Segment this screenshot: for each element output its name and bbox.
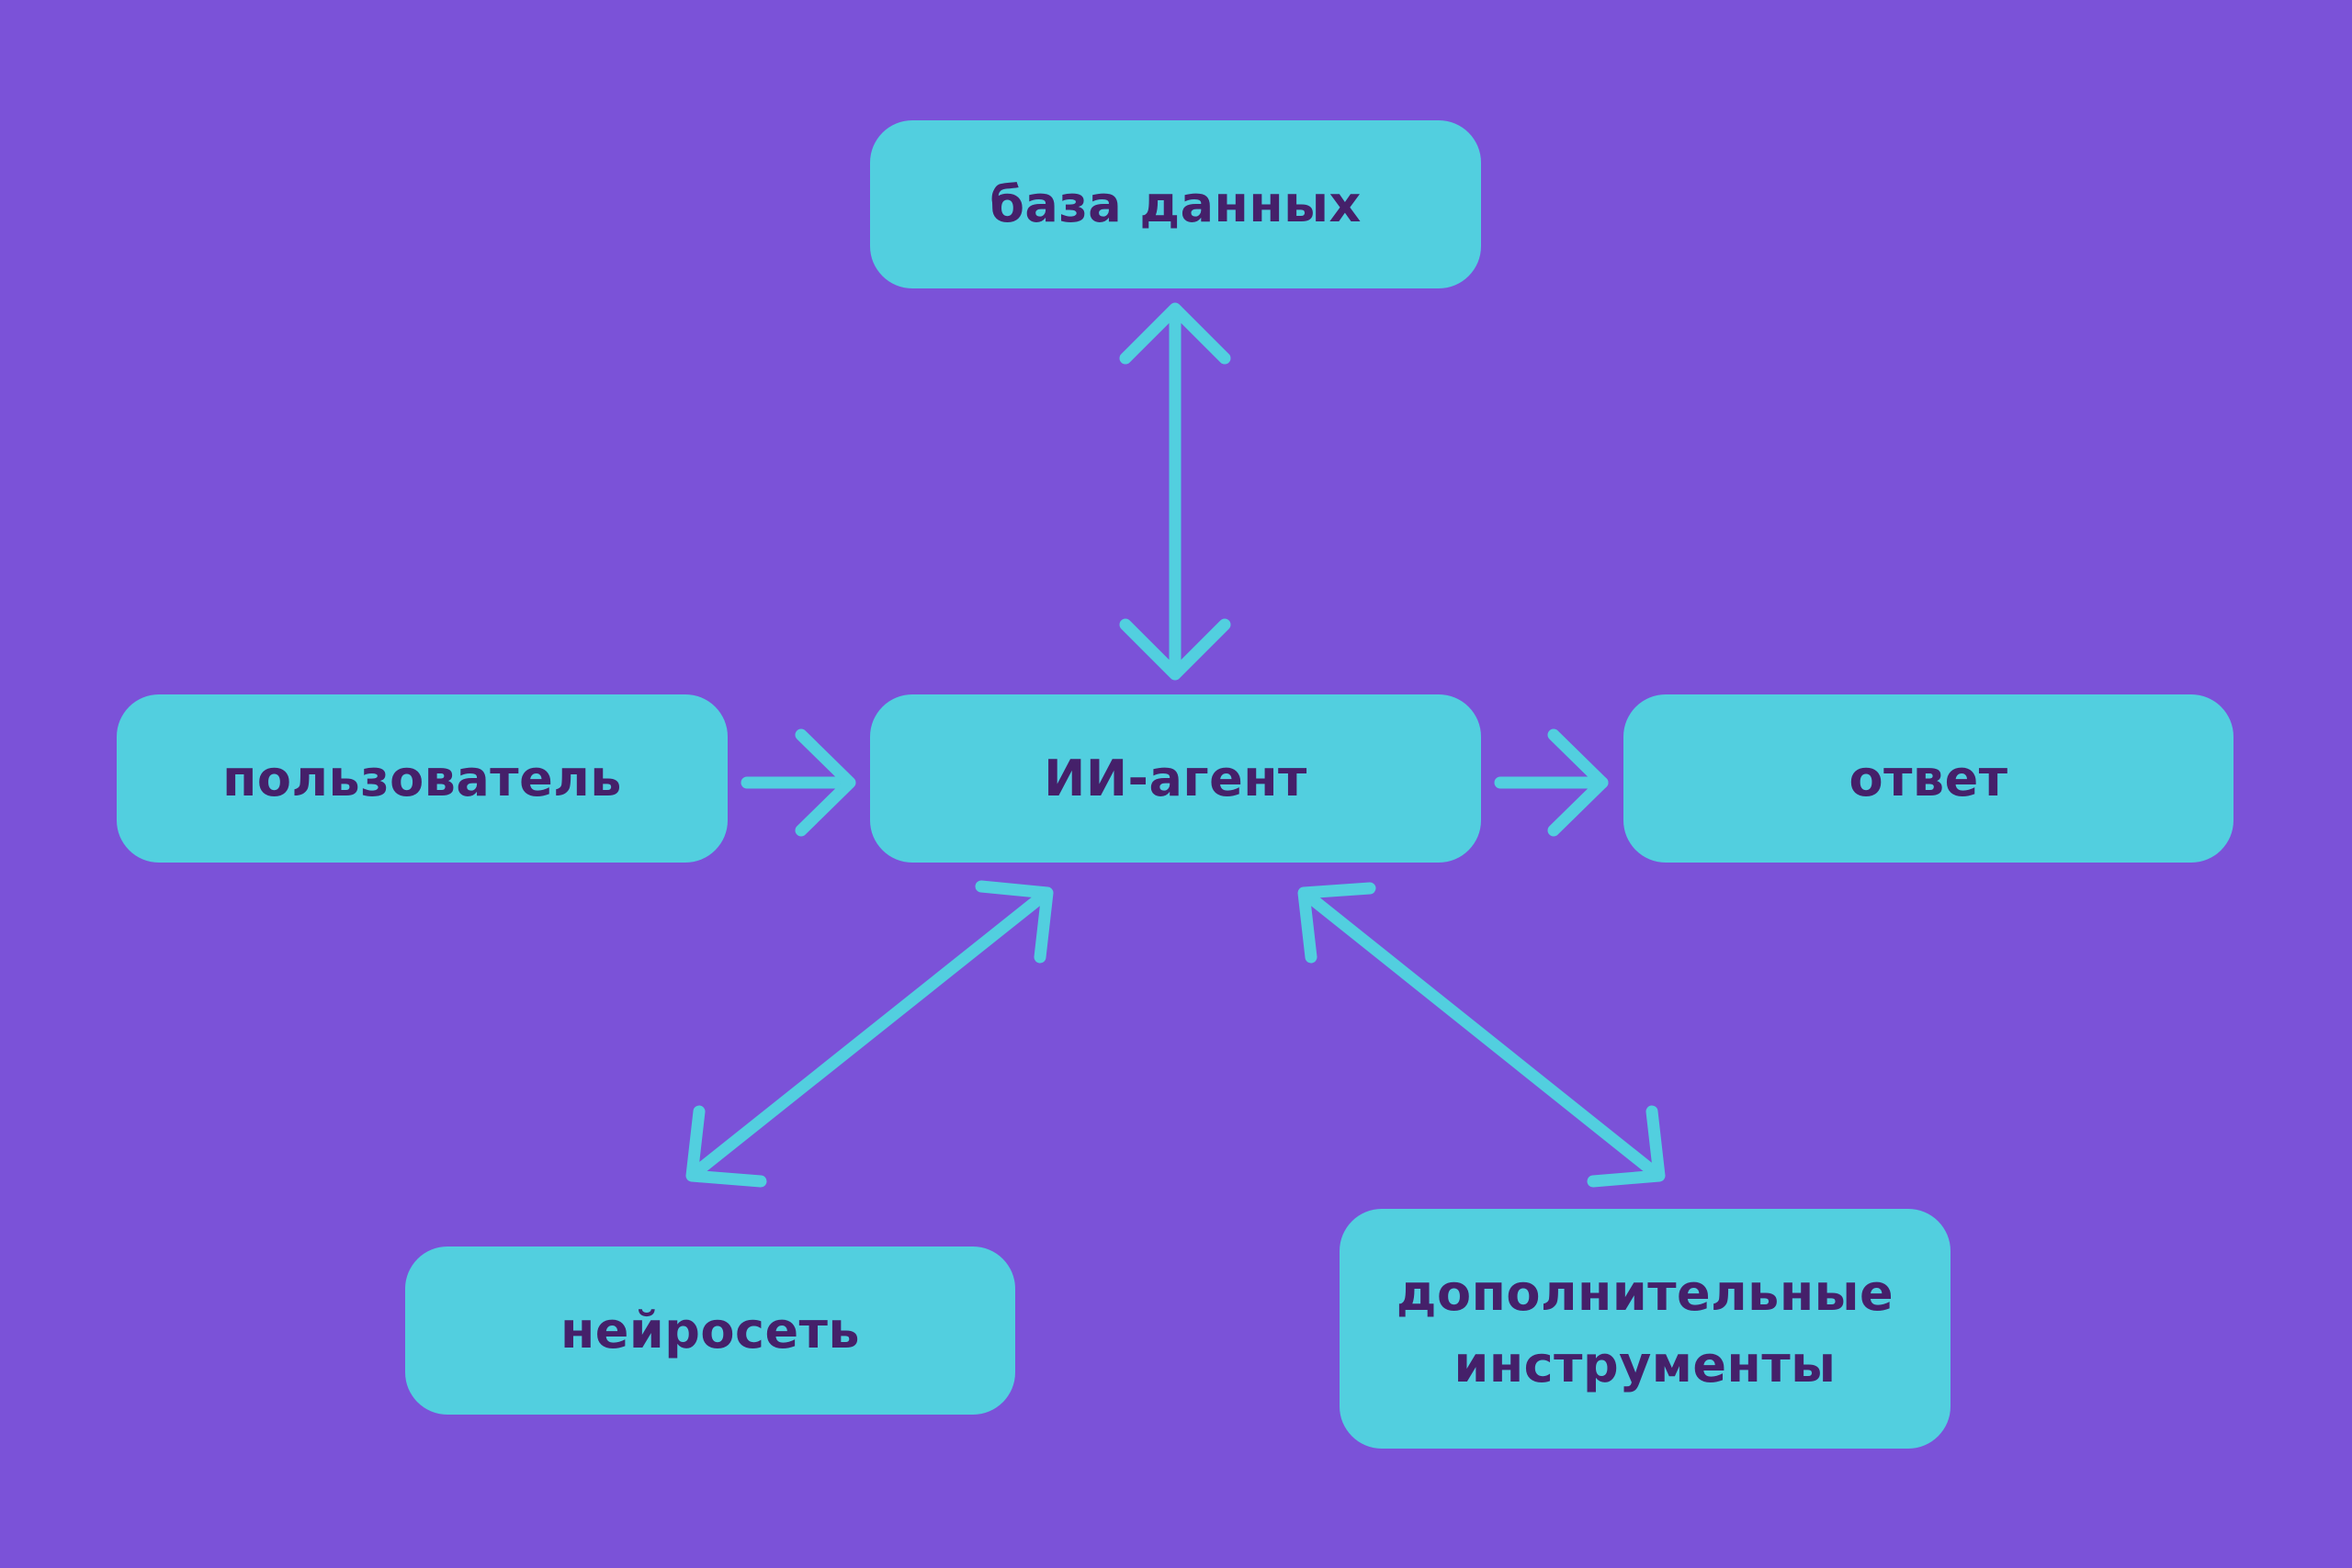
node-tools-label-line1: дополнительные — [1396, 1263, 1894, 1322]
node-tools: дополнительные инструменты — [1340, 1209, 1951, 1449]
arrow-user-agent — [741, 728, 856, 837]
node-database-label: база данных — [989, 175, 1362, 233]
node-answer: ответ — [1623, 694, 2233, 863]
node-neural-network: нейросеть — [405, 1247, 1015, 1415]
node-tools-label-line2: инструменты — [1453, 1335, 1837, 1393]
arrow-agent-tools — [1297, 882, 1666, 1188]
node-agent-label: ИИ-агент — [1044, 749, 1307, 807]
node-user: пользователь — [117, 694, 728, 863]
arrow-agent-neural-network — [685, 880, 1054, 1188]
node-agent: ИИ-агент — [870, 694, 1481, 863]
node-neural-network-label: нейросеть — [560, 1301, 861, 1359]
arrow-agent-database — [1119, 302, 1231, 681]
arrow-agent-answer — [1494, 728, 1609, 837]
node-database: база данных — [870, 120, 1481, 288]
node-answer-label: ответ — [1849, 749, 2008, 807]
node-user-label: пользователь — [222, 749, 622, 807]
